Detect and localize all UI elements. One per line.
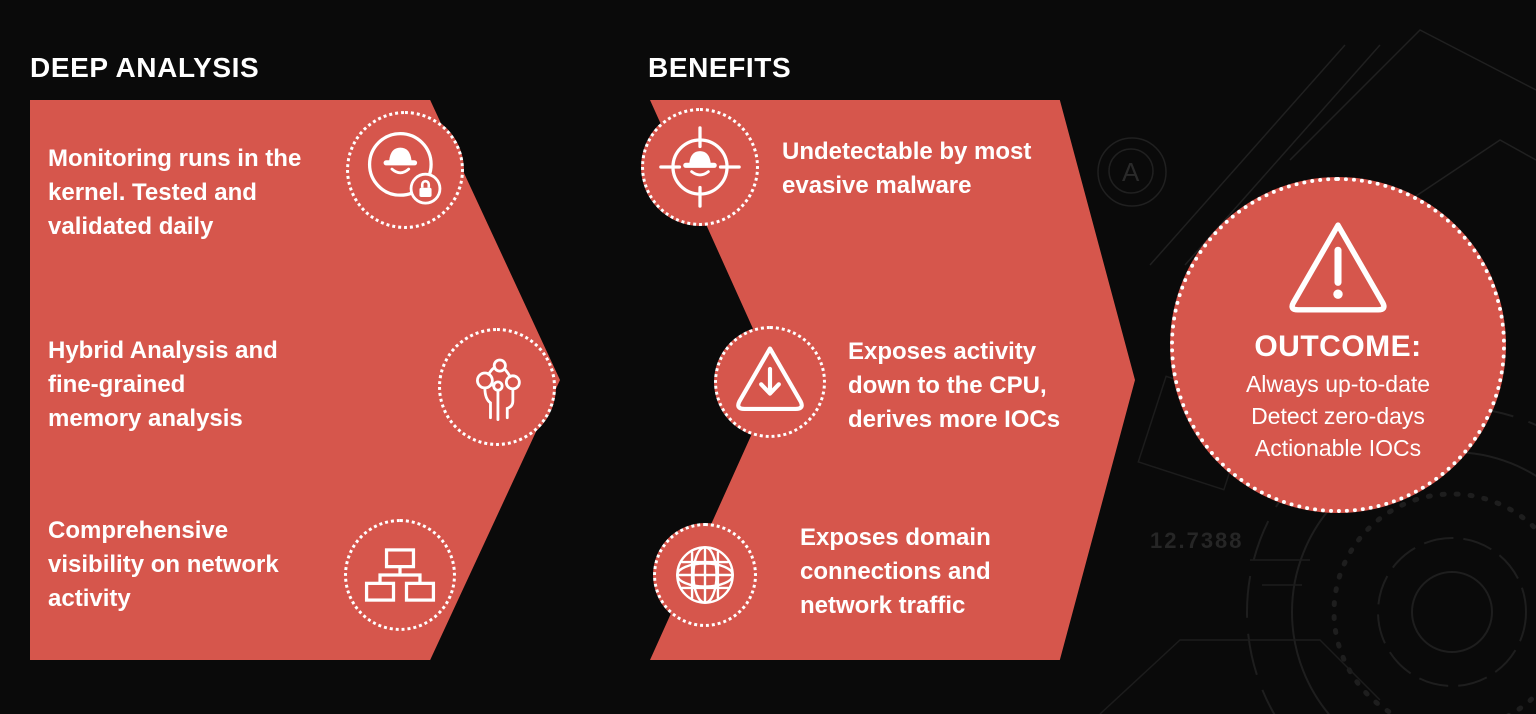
outcome-line: Actionable IOCs <box>1254 435 1422 461</box>
icon-circle <box>346 111 464 229</box>
deep-analysis-item-text: Hybrid Analysis and fine-grained memory … <box>48 337 278 433</box>
benefits-title: BENEFITS <box>648 52 792 83</box>
decor-marker-a: A <box>1122 157 1140 187</box>
outcome-line: Always up-to-date <box>1245 371 1431 397</box>
globe-icon <box>676 546 734 604</box>
icon-circle <box>344 519 456 631</box>
network-nodes-icon <box>364 548 436 602</box>
deep-analysis-item-text: Monitoring runs in the kernel. Tested an… <box>48 145 302 241</box>
deep-analysis-item-text: Comprehensive visibility on network acti… <box>48 517 279 613</box>
outcome-title: OUTCOME: <box>1254 330 1422 363</box>
outcome-line: Detect zero-days <box>1251 403 1425 429</box>
benefits-item-text: Undetectable by most evasive malware <box>782 138 1032 200</box>
icon-circle <box>714 326 826 438</box>
benefits-item-text: Exposes domain connections and network t… <box>800 524 991 620</box>
deep-analysis-title: DEEP ANALYSIS <box>30 52 260 83</box>
icon-circle <box>653 523 757 627</box>
benefits-item-text: Exposes activity down to the CPU, derive… <box>848 338 1061 434</box>
decor-faint-number: 12.7388 <box>1150 528 1244 553</box>
warning-triangle-icon <box>1289 222 1387 313</box>
icon-circle <box>438 328 556 446</box>
outcome-circle: OUTCOME: Always up-to-date Detect zero-d… <box>1170 177 1506 513</box>
target-spy-icon <box>659 126 741 208</box>
spy-lock-icon <box>367 132 442 205</box>
brain-circuit-icon <box>476 358 521 422</box>
warning-down-arrow-icon <box>736 346 804 412</box>
icon-circle <box>641 108 759 226</box>
